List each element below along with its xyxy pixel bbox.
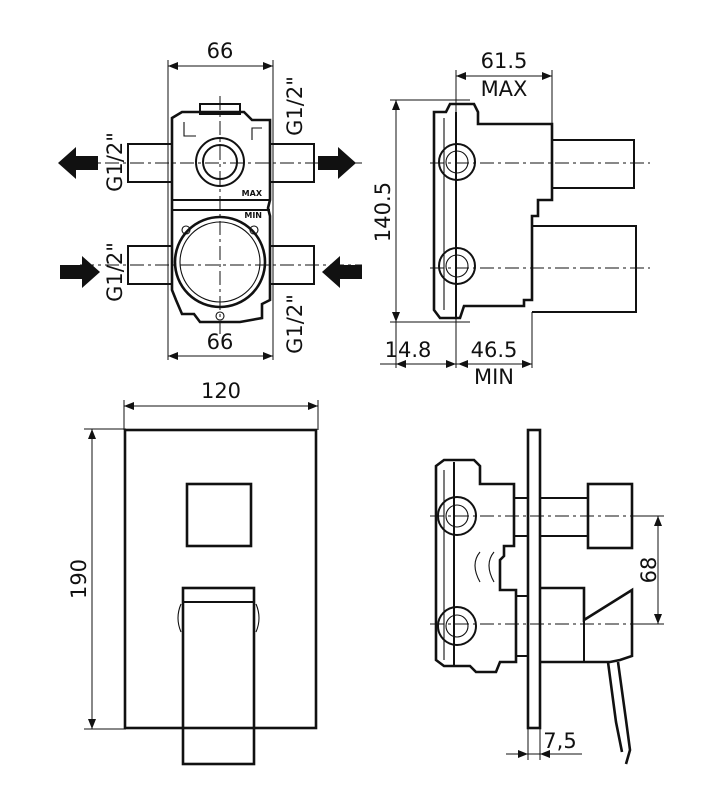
marking-max: MAX [242, 189, 263, 198]
thread-lower-left: G1/2" [103, 242, 127, 302]
dim-7-5: 7,5 [543, 729, 576, 753]
lever-handle [181, 586, 256, 766]
dim-140-5: 140.5 [371, 182, 395, 242]
outlet-arrow-right-icon [318, 147, 356, 179]
dim-46-5: 46.5 [471, 338, 518, 362]
inlet-arrow-right-icon [322, 256, 362, 288]
cover-plate [123, 428, 318, 730]
front-view: 120 190 [67, 379, 319, 766]
dim-61-5: 61.5 [481, 49, 528, 73]
dim-top-66: 66 [207, 39, 234, 63]
lever-arm [616, 661, 632, 765]
thread-upper-right: G1/2" [283, 76, 307, 136]
thread-lower-right: G1/2" [283, 294, 307, 354]
top-view: 66 66 MAX MIN [58, 39, 362, 360]
wall-plate [526, 428, 542, 730]
dim-14-8: 14.8 [385, 338, 432, 362]
dim-68: 68 [637, 557, 661, 584]
marking-min: MIN [244, 211, 262, 220]
dim-120: 120 [201, 379, 241, 403]
inlet-arrow-left-icon [60, 256, 100, 288]
label-min: MIN [474, 365, 514, 389]
outlet-arrow-left-icon [58, 147, 98, 179]
diverter-knob [185, 482, 253, 548]
dim-190: 190 [67, 559, 91, 599]
thread-upper-left: G1/2" [103, 132, 127, 192]
label-max: MAX [481, 77, 528, 101]
side-view: 140.5 61.5 MAX 14.8 46.5 MI [371, 49, 650, 389]
assembly-view: 68 7,5 [430, 428, 664, 765]
